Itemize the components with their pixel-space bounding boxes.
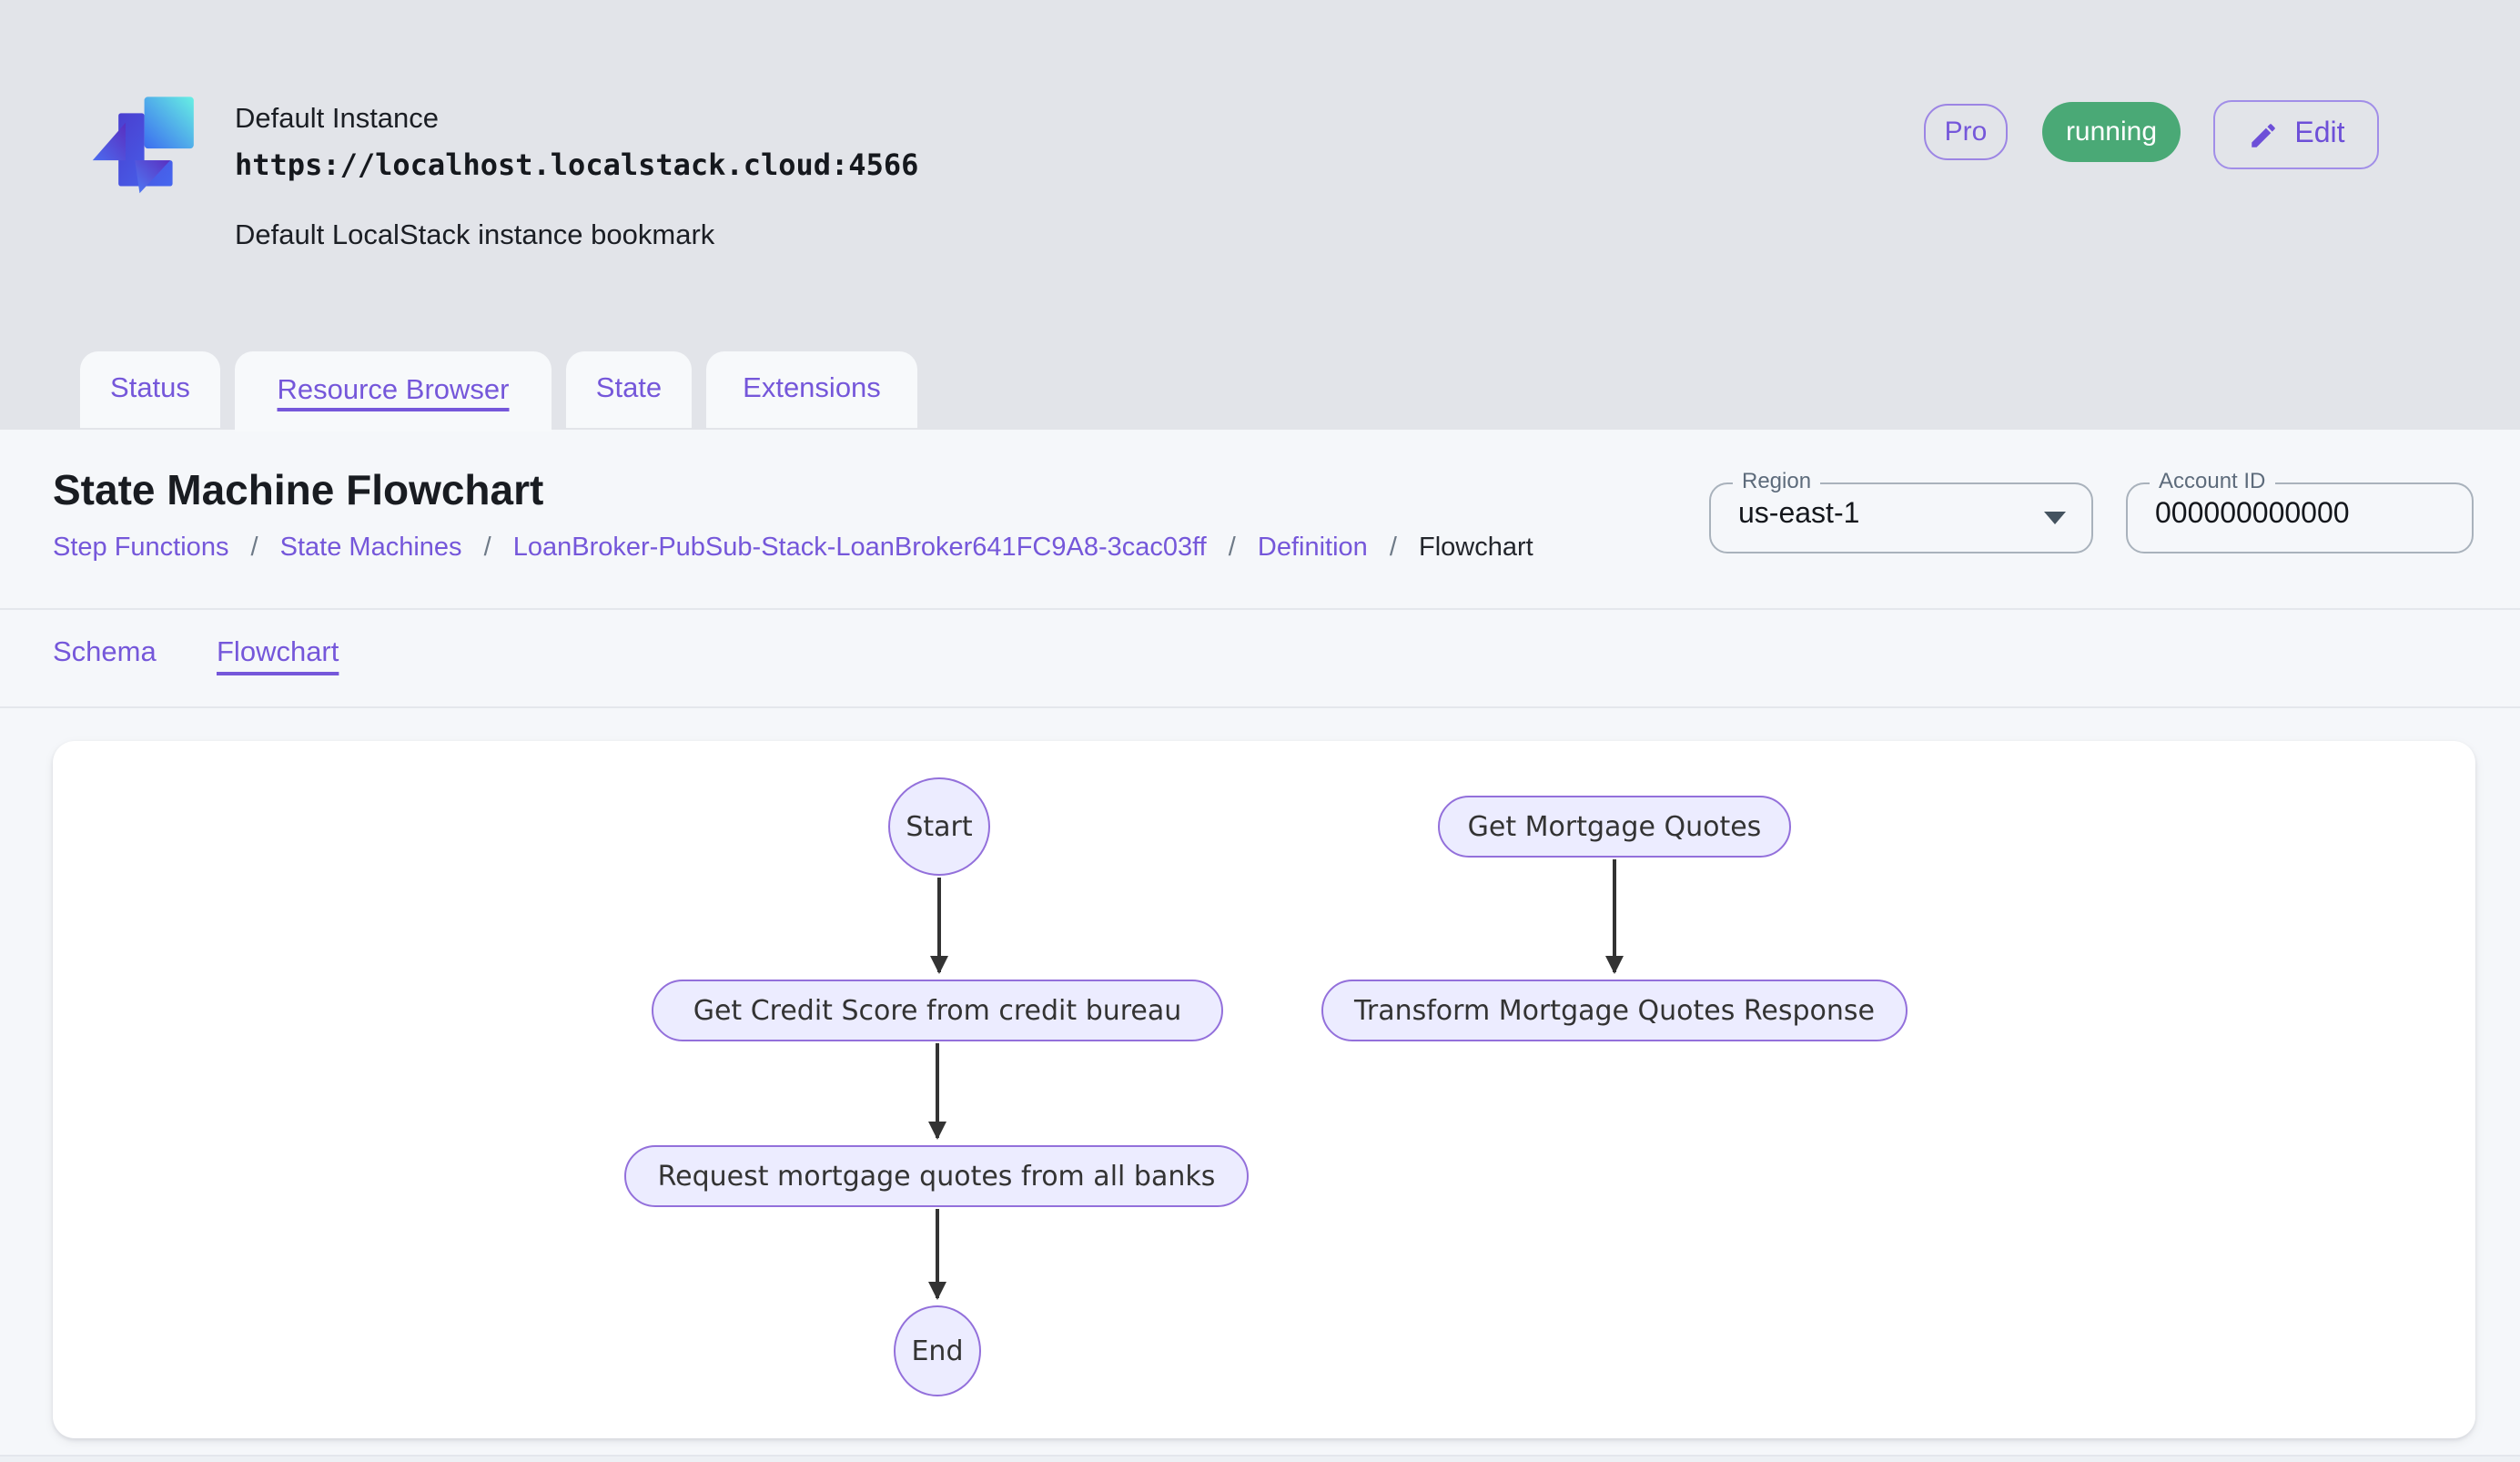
breadcrumb-step-functions[interactable]: Step Functions xyxy=(53,533,229,563)
region-select[interactable]: Region us-east-1 xyxy=(1709,468,2093,553)
flowchart-node-start[interactable]: Start xyxy=(888,777,990,876)
footer-strip xyxy=(0,1457,2520,1462)
breadcrumb-separator: / xyxy=(483,533,491,563)
region-select-label: Region xyxy=(1733,468,1821,493)
instance-description: Default LocalStack instance bookmark xyxy=(235,220,715,251)
flowchart-node-get-credit-score[interactable]: Get Credit Score from credit bureau xyxy=(652,980,1223,1041)
divider xyxy=(0,1455,2520,1457)
flowchart-node-end[interactable]: End xyxy=(894,1305,981,1396)
tab-status[interactable]: Status xyxy=(80,351,220,428)
subtab-schema[interactable]: Schema xyxy=(53,637,157,668)
pencil-icon xyxy=(2251,123,2275,147)
edit-button-label: Edit xyxy=(2294,118,2345,149)
region-select-value: us-east-1 xyxy=(1738,499,1860,530)
breadcrumb-separator: / xyxy=(250,533,258,563)
localstack-logo xyxy=(92,96,194,194)
account-id-value: 000000000000 xyxy=(2155,499,2350,530)
flowchart-node-transform-response[interactable]: Transform Mortgage Quotes Response xyxy=(1321,980,1908,1041)
tab-extensions[interactable]: Extensions xyxy=(706,351,917,428)
breadcrumb-state-machine-id[interactable]: LoanBroker-PubSub-Stack-LoanBroker641FC9… xyxy=(512,533,1207,563)
breadcrumb-definition[interactable]: Definition xyxy=(1257,533,1368,563)
instance-name: Default Instance xyxy=(235,104,440,135)
breadcrumb-flowchart: Flowchart xyxy=(1419,533,1533,563)
subtab-flowchart[interactable]: Flowchart xyxy=(217,637,339,668)
breadcrumb-separator: / xyxy=(1228,533,1236,563)
breadcrumb-state-machines[interactable]: State Machines xyxy=(279,533,462,563)
divider xyxy=(0,706,2520,708)
breadcrumb: Step Functions / State Machines / LoanBr… xyxy=(53,533,1533,563)
flowchart-edges xyxy=(928,859,1624,1300)
breadcrumb-separator: / xyxy=(1389,533,1397,563)
tab-state[interactable]: State xyxy=(566,351,692,428)
flowchart-canvas: Start Get Credit Score from credit burea… xyxy=(53,741,2475,1438)
flowchart-node-get-mortgage-quotes[interactable]: Get Mortgage Quotes xyxy=(1438,796,1791,858)
tab-resource-browser[interactable]: Resource Browser xyxy=(235,351,552,431)
pro-badge: Pro xyxy=(1924,104,2008,160)
running-status-badge: running xyxy=(2042,102,2181,162)
account-id-label: Account ID xyxy=(2150,468,2275,493)
resource-browser-content: State Machine Flowchart Step Functions /… xyxy=(0,430,2520,1462)
divider xyxy=(0,608,2520,610)
account-id-field[interactable]: Account ID 000000000000 xyxy=(2126,468,2474,553)
chevron-down-icon xyxy=(2044,512,2066,524)
instance-url: https://localhost.localstack.cloud:4566 xyxy=(235,147,919,182)
page-title: State Machine Flowchart xyxy=(53,466,544,513)
edit-button[interactable]: Edit xyxy=(2213,100,2379,169)
flowchart-node-request-quotes[interactable]: Request mortgage quotes from all banks xyxy=(624,1145,1249,1207)
